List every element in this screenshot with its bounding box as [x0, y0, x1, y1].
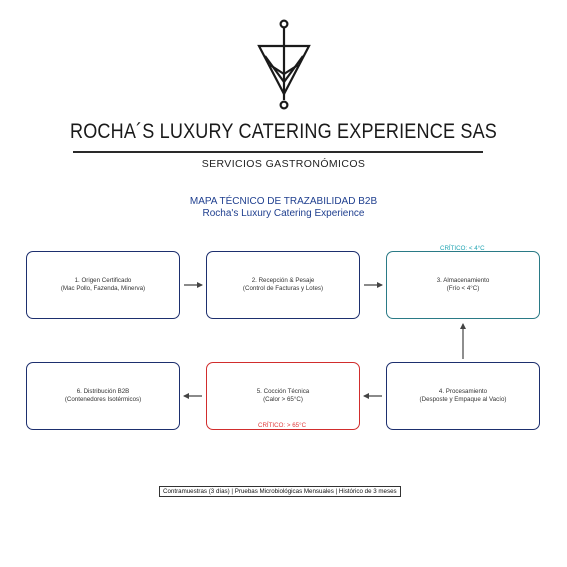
step-3-almacenamiento-box: 3. Almacenamiento(Frío < 4°C)	[386, 251, 540, 319]
step-detail: (Frío < 4°C)	[446, 285, 480, 292]
step-detail: (Control de Facturas y Lotes)	[242, 285, 324, 292]
step-2-recepcion-box: 2. Recepción & Pesaje(Control de Factura…	[206, 251, 360, 319]
step-detail: (Contenedores Isotérmicos)	[64, 396, 142, 403]
step-title: 1. Origen Certificado	[74, 276, 132, 284]
header-divider	[73, 151, 483, 153]
step-title: 2. Recepción & Pesaje	[251, 276, 315, 284]
critical-cold-label: CRÍTICO: < 4°C	[440, 245, 485, 252]
triangle-arrow-logo-icon	[257, 19, 311, 110]
step-title: 6. Distribución B2B	[76, 387, 130, 395]
diagram-subtitle: Rocha's Luxury Catering Experience	[202, 208, 365, 219]
tagline: SERVICIOS GASTRONÓMICOS	[201, 158, 366, 170]
step-title: 3. Almacenamiento	[436, 276, 490, 284]
step-1-origen-box: 1. Origen Certificado(Mac Pollo, Fazenda…	[26, 251, 180, 319]
step-title: 5. Cocción Técnica	[256, 387, 310, 395]
step-6-distribucion-box: 6. Distribución B2B(Contenedores Isotérm…	[26, 362, 180, 430]
step-title: 4. Procesamiento	[438, 387, 488, 395]
diagram-title: MAPA TÉCNICO DE TRAZABILIDAD B2B	[189, 196, 378, 207]
step-5-coccion-box: 5. Cocción Técnica(Calor > 65°C)	[206, 362, 360, 430]
step-detail: (Mac Pollo, Fazenda, Minerva)	[60, 285, 146, 292]
company-name: ROCHA´S LUXURY CATERING EXPERIENCE SAS	[69, 120, 498, 143]
step-detail: (Calor > 65°C)	[263, 396, 303, 403]
critical-hot-label: CRÍTICO: > 65°C	[258, 422, 307, 429]
step-4-procesamiento-box: 4. Procesamiento(Desposte y Empaque al V…	[386, 362, 540, 430]
footer-note: Contramuestras (3 días) | Pruebas Microb…	[159, 486, 401, 497]
step-detail: (Desposte y Empaque al Vacío)	[419, 396, 507, 403]
